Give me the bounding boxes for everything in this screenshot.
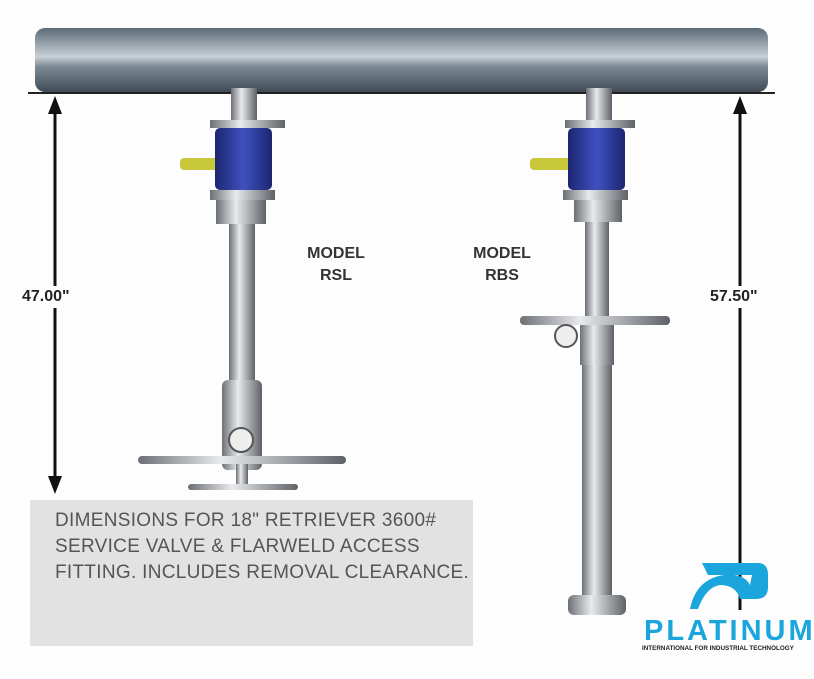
model-label-rbs: MODEL RBS [466, 243, 538, 287]
model-label-rsl: MODEL RSL [300, 243, 372, 287]
platinum-logo: PLATINUM INTERNATIONAL FOR INDUSTRIAL TE… [640, 555, 813, 655]
rbs-retriever-assembly [520, 88, 670, 615]
dimension-label-right: 57.50" [710, 286, 758, 308]
rsl-retriever-assembly [138, 88, 346, 490]
dimension-label-left: 47.00" [22, 286, 70, 308]
header-pipe [35, 28, 768, 92]
model-rsl-line2: RSL [320, 267, 352, 284]
dimension-arrow-right [733, 96, 747, 610]
logo-tagline: INTERNATIONAL FOR INDUSTRIAL TECHNOLOGY [642, 645, 794, 652]
caption-text: DIMENSIONS FOR 18" RETRIEVER 3600# SERVI… [55, 510, 470, 583]
caption-box: DIMENSIONS FOR 18" RETRIEVER 3600# SERVI… [30, 500, 473, 646]
logo-p-mark-icon [690, 563, 768, 609]
logo-wordmark: PLATINUM [644, 615, 814, 647]
model-rbs-line1: MODEL [473, 245, 531, 262]
model-rsl-line1: MODEL [307, 245, 365, 262]
model-rbs-line2: RBS [485, 267, 519, 284]
